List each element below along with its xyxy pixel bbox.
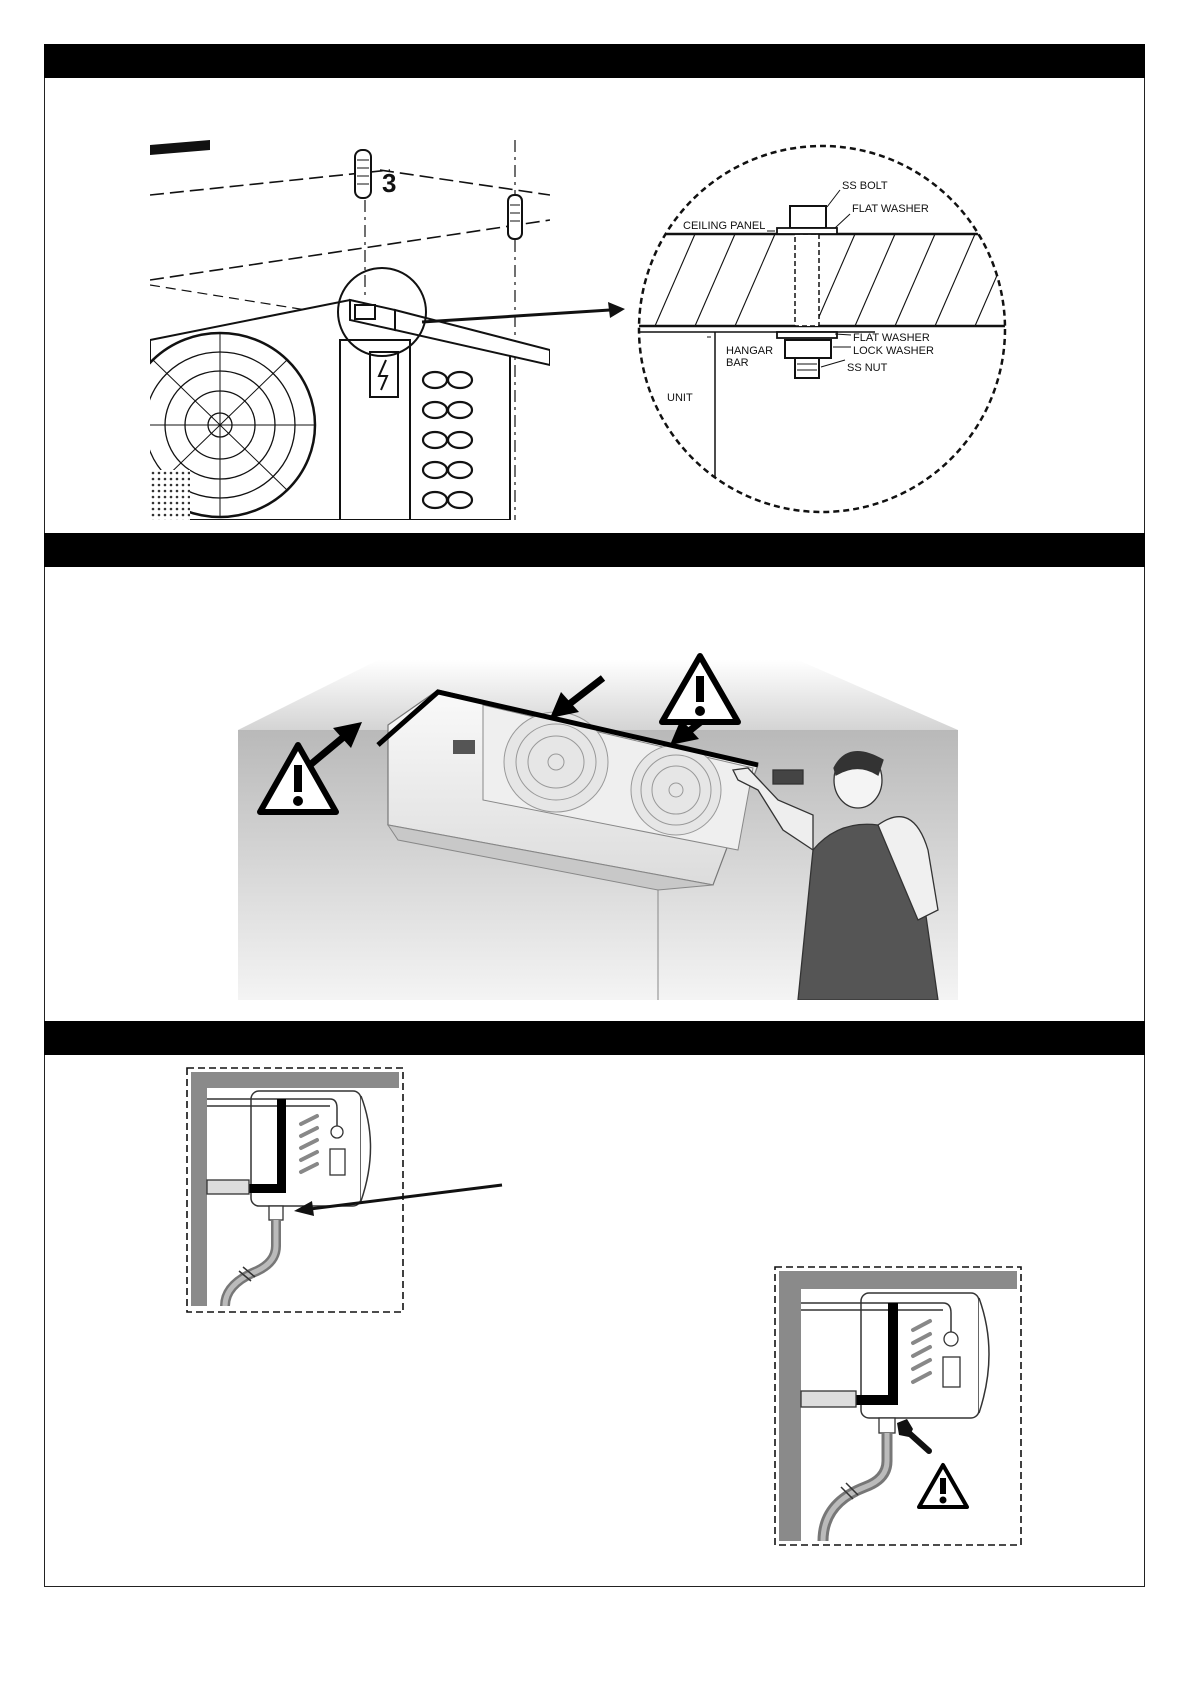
hanger-detail-diagram: SS BOLT FLAT WASHER CEILING PANEL FLAT W… (635, 142, 1010, 517)
label-lock-washer: LOCK WASHER (853, 345, 934, 357)
section-header-mounting (44, 44, 1145, 78)
detail-pointer-arrow (420, 300, 630, 340)
drain-tightening-diagram (773, 1265, 1023, 1547)
label-flat-washer-bottom: FLAT WASHER (853, 332, 930, 344)
label-unit: UNIT (667, 392, 693, 404)
label-bar: BAR (726, 357, 749, 369)
label-ss-bolt: SS BOLT (842, 180, 888, 192)
hanger-number: 3 (382, 168, 396, 198)
section-header-drain (44, 1021, 1145, 1055)
section-header-sealing (44, 533, 1145, 567)
drain-pointer-arrow (292, 1182, 507, 1217)
label-ceiling-panel: CEILING PANEL (683, 220, 765, 232)
label-ss-nut: SS NUT (847, 362, 888, 374)
ceiling-seal-illustration (238, 650, 958, 1000)
label-flat-washer-top: FLAT WASHER (852, 203, 929, 215)
label-hangar: HANGAR (726, 345, 773, 357)
